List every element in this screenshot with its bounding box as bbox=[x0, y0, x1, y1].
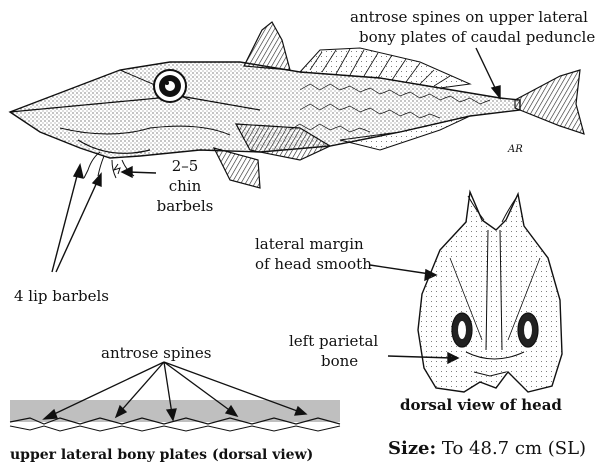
parietal-label-line2: bone bbox=[321, 353, 358, 370]
antrose-spines-label: antrose spines bbox=[101, 345, 212, 362]
bony-plate-strip bbox=[10, 400, 340, 431]
chin-barbels-label-line2: chin bbox=[160, 178, 210, 195]
dorsal-view-caption: dorsal view of head bbox=[400, 397, 562, 414]
caudal-fin bbox=[515, 70, 584, 134]
size-info: Size: To 48.7 cm (SL) bbox=[388, 438, 586, 460]
parietal-label-line1: left parietal bbox=[289, 333, 378, 350]
chin-barbels-label-line3: barbels bbox=[150, 198, 220, 215]
first-dorsal-fin bbox=[244, 22, 290, 70]
lateral-margin-label-line1: lateral margin bbox=[255, 236, 364, 253]
upper-plates-caption: upper lateral bony plates (dorsal view) bbox=[10, 447, 313, 464]
artist-signature: AR bbox=[507, 144, 523, 155]
chin-barbels-label-line1: 2–5 bbox=[160, 158, 210, 175]
size-value: To 48.7 cm (SL) bbox=[442, 438, 586, 459]
lateral-margin-label-line2: of head smooth bbox=[255, 256, 372, 273]
caudal-spines-label-line1: antrose spines on upper lateral bbox=[350, 9, 588, 26]
pelvic-fin bbox=[214, 148, 260, 188]
lip-barbels-label: 4 lip barbels bbox=[14, 288, 109, 305]
dorsal-head-illustration bbox=[418, 192, 562, 392]
caudal-spines-label-line2: bony plates of caudal peduncle bbox=[359, 29, 595, 46]
size-label: Size: bbox=[388, 438, 436, 459]
